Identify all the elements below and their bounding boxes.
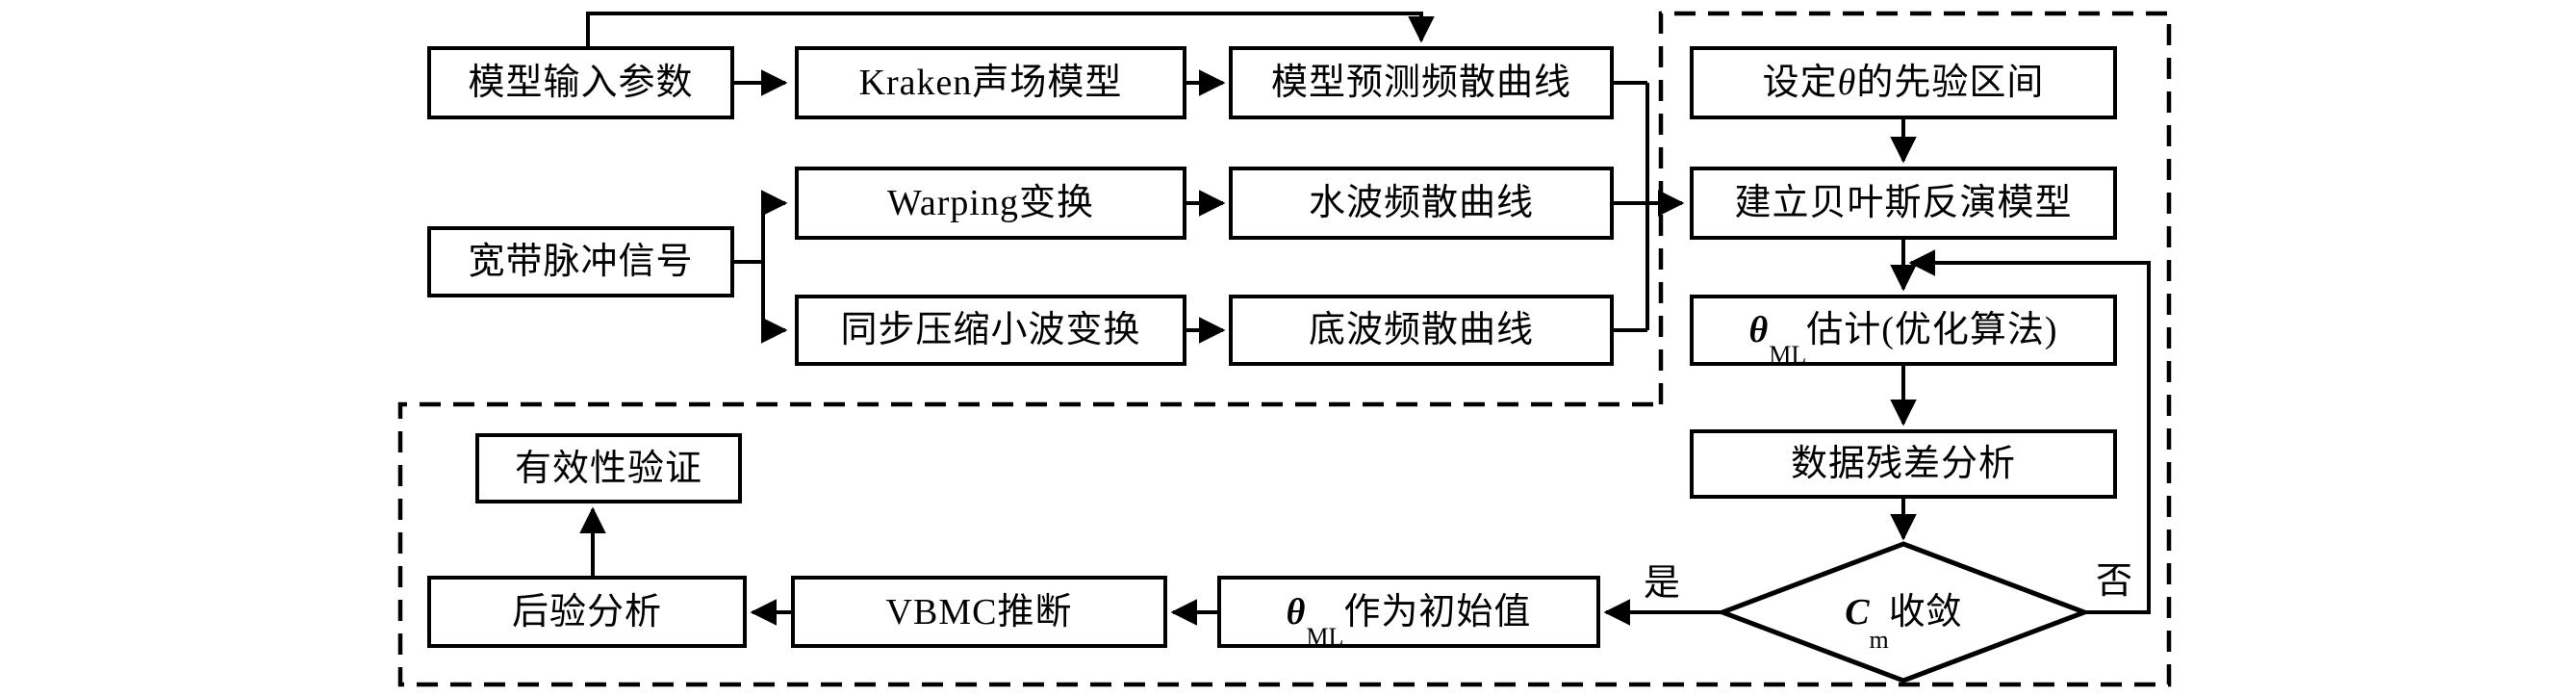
edge-input-to-pred <box>586 12 1435 46</box>
node-warping-transform: Warping变换 <box>795 167 1186 240</box>
node-theta-ml-initial-value: θ ML 作为初始值 <box>1217 576 1600 651</box>
edge-no-feedback <box>1908 249 2151 614</box>
node-prior-interval: 设定 θ 的先验区间 <box>1690 46 2117 119</box>
cm-subscript: m <box>1869 626 1889 654</box>
theta-init-symbol: θ <box>1286 591 1307 632</box>
edge-label-no: 否 <box>2095 561 2132 602</box>
decision-diamond <box>1715 541 2092 684</box>
node-model-input: 模型输入参数 <box>427 46 734 119</box>
node-vbmc-inference: VBMC推断 <box>791 576 1167 648</box>
node-broadband-pulse: 宽带脉冲信号 <box>427 226 734 297</box>
node-synchrosqueezed-wavelet: 同步压缩小波变换 <box>795 295 1186 366</box>
theta-ml-symbol: θ <box>1748 310 1770 350</box>
theta-ml-subscript: ML <box>1769 341 1807 369</box>
node-data-residual-analysis: 数据残差分析 <box>1690 429 2117 499</box>
theta-init-subscript: ML <box>1306 623 1344 651</box>
dashed-boundary <box>397 11 2172 687</box>
node-model-predicted-dispersion: 模型预测频散曲线 <box>1229 46 1614 119</box>
node-kraken-model: Kraken声场模型 <box>795 46 1186 119</box>
cm-text: 收敛 <box>1888 592 1962 632</box>
node-bayes-inversion-model: 建立贝叶斯反演模型 <box>1690 167 2117 240</box>
cm-symbol: C <box>1845 592 1870 632</box>
node-posterior-analysis: 后验分析 <box>427 576 747 648</box>
prior-text-post: 的先验区间 <box>1856 63 2045 103</box>
prior-text-pre: 设定 <box>1762 63 1838 103</box>
node-validity-verification: 有效性验证 <box>475 433 742 503</box>
node-water-wave-dispersion: 水波频散曲线 <box>1229 167 1614 240</box>
theta-symbol: θ <box>1837 63 1857 103</box>
theta-init-text: 作为初始值 <box>1343 591 1532 632</box>
node-bottom-wave-dispersion: 底波频散曲线 <box>1229 295 1614 366</box>
edge-label-yes: 是 <box>1643 563 1680 604</box>
decision-diamond-label: C m 收敛 <box>1722 578 2084 653</box>
theta-ml-text: 估计(优化算法) <box>1806 310 2058 350</box>
node-theta-ml-estimation: θ ML 估计(优化算法) <box>1690 295 2117 369</box>
